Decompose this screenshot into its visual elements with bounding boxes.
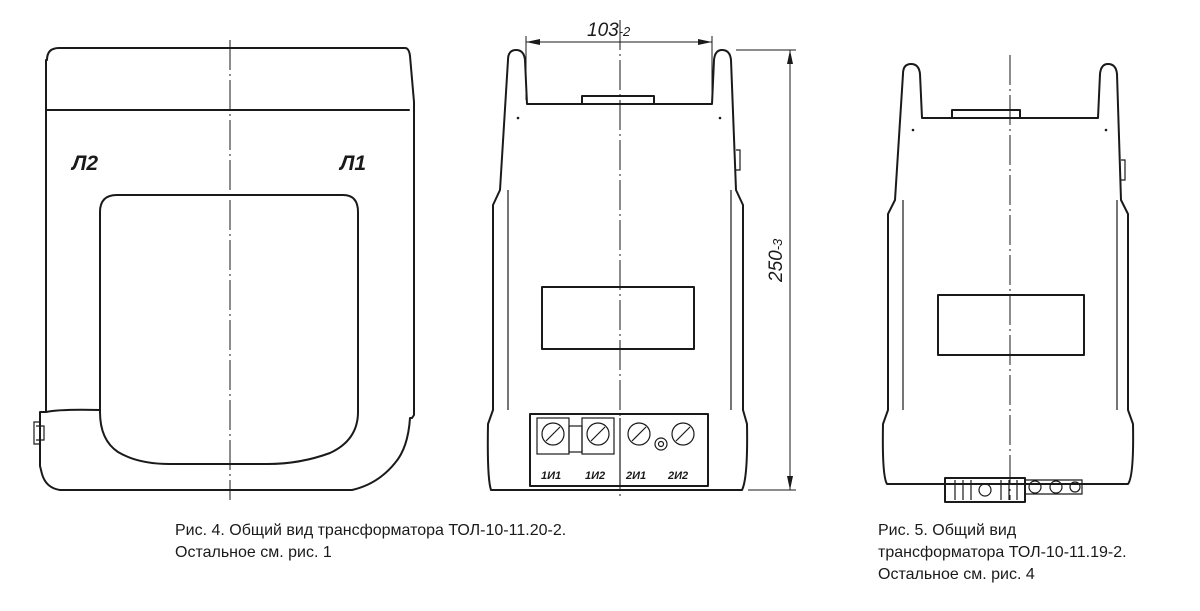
fig5-top-cap: [951, 109, 1021, 119]
front-view-top-cap: [581, 95, 655, 105]
figure5-caption-line3: Остальное см. рис. 4: [878, 566, 1035, 583]
earth-screw-core: [657, 440, 665, 448]
figure4-caption-line2: Остальное см. рис. 1: [175, 544, 332, 561]
side-view-bolt: [33, 421, 45, 445]
figure5-caption-line2: трансформатора ТОЛ-10-11.19-2.: [878, 544, 1127, 561]
terminal-label-2i1: 2И1: [625, 470, 646, 482]
fig5-dot-right: [1104, 128, 1108, 132]
dim-width-arrow-right: [698, 39, 712, 45]
side-view-body-outline: [39, 47, 415, 491]
fig5-side-lug: [1121, 159, 1126, 181]
dim-height-arrow-bottom: [787, 476, 793, 490]
terminal-block: [529, 413, 709, 487]
fig5-terminal-earth: [978, 483, 992, 497]
dim-height-arrow-top: [787, 50, 793, 64]
terminal-label-1i2: 1И2: [585, 470, 605, 482]
dim-width-value: 103-2: [587, 20, 631, 41]
terminal-screw-slots: [545, 426, 691, 442]
fig5-front-view: [881, 55, 1135, 503]
terminal-link-bar: [568, 425, 583, 453]
fig5-body-outline: [881, 63, 1135, 485]
dim-width-arrow-left: [526, 39, 540, 45]
side-view-bottom-ledge: [45, 408, 101, 413]
front-view-side-lug: [736, 149, 741, 171]
label-l1: Л1: [338, 152, 366, 175]
fig5-terminal-ribs: [954, 480, 1018, 500]
terminal-screw-3: [627, 422, 651, 446]
terminal-label-1i1: 1И1: [541, 470, 561, 482]
terminal-screw-4: [671, 422, 695, 446]
figure4-caption-line1: Рис. 4. Общий вид трансформатора ТОЛ-10-…: [175, 522, 567, 539]
terminal-screw-1: [541, 422, 565, 446]
figure5-caption-line1: Рис. 5. Общий вид: [878, 522, 1017, 539]
front-view-dot-right: [718, 116, 722, 120]
fig5-terminal-base: [944, 477, 1026, 503]
fig5-terminal-screws: [1025, 479, 1083, 495]
front-view-body-outline: [486, 49, 749, 491]
terminal-screw-2: [586, 422, 610, 446]
fig5-dot-left: [911, 128, 915, 132]
earth-screw: [654, 437, 668, 451]
front-view-nameplate: [541, 286, 695, 350]
side-view-window: [99, 194, 359, 465]
front-view-dot-left: [516, 116, 520, 120]
fig5-nameplate: [937, 294, 1085, 356]
fig4-front-view: 1И1 1И2 2И1 2И2 103-2 250-3: [486, 20, 796, 500]
fig4-side-view: Л2 Л1: [33, 40, 415, 500]
dim-height-value: 250-3: [766, 238, 787, 283]
figure4-caption: Рис. 4. Общий вид трансформатора ТОЛ-10-…: [175, 520, 566, 564]
figure5-caption: Рис. 5. Общий вид трансформатора ТОЛ-10-…: [878, 520, 1127, 586]
terminal-label-2i2: 2И2: [667, 470, 688, 482]
label-l2: Л2: [70, 152, 98, 175]
